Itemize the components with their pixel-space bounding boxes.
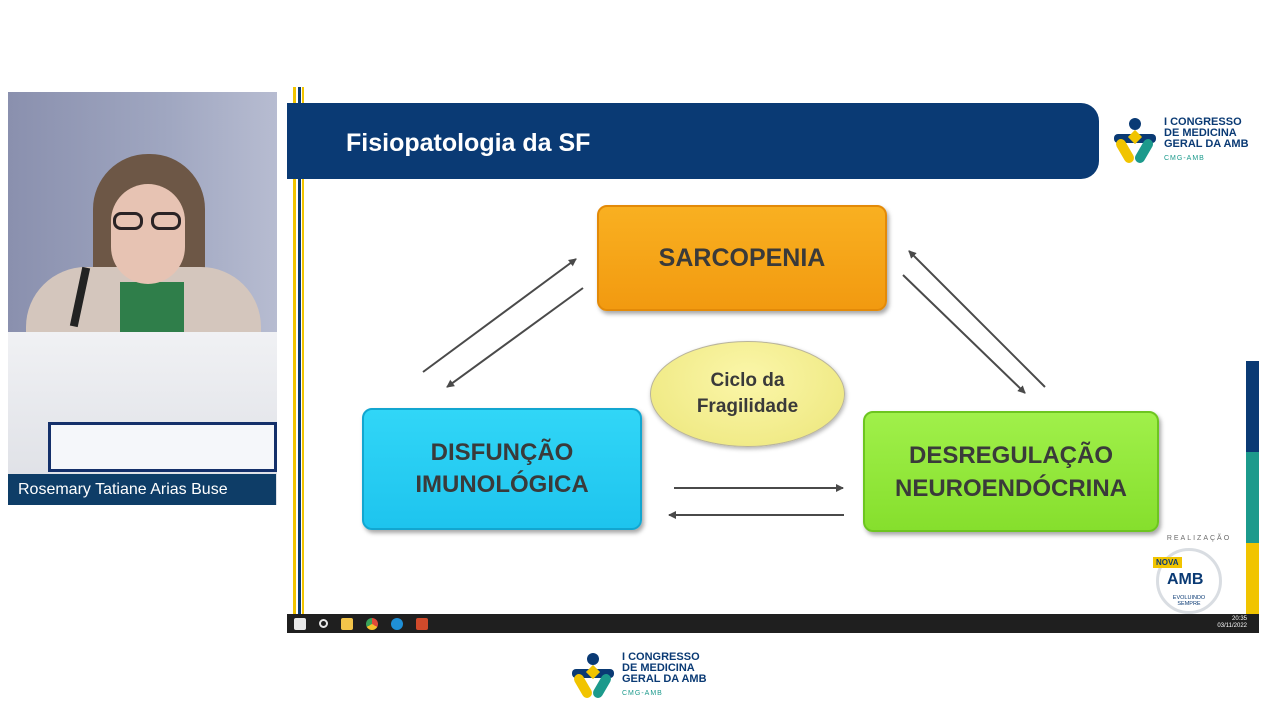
slide-title: Fisiopatologia da SF xyxy=(346,129,591,157)
arrow-desregulacao-to-sarcopenia xyxy=(908,250,1046,388)
arrow-sarcopenia-to-disfuncao xyxy=(446,287,584,388)
disfuncao-imunologica-box: DISFUNÇÃO IMUNOLÓGICA xyxy=(362,408,642,530)
taskbar-clock[interactable]: 20:35 03/11/2022 xyxy=(1217,616,1247,629)
ciclo-fragilidade-ellipse: Ciclo da Fragilidade xyxy=(650,341,845,447)
search-icon[interactable] xyxy=(319,619,328,628)
congress-logo-icon xyxy=(1112,117,1158,165)
speaker-name-bar: Rosemary Tatiane Arias Buse xyxy=(8,474,276,505)
edge-icon[interactable] xyxy=(391,617,403,630)
sarcopenia-box: SARCOPENIA xyxy=(597,205,887,311)
arrow-sarcopenia-to-desregulacao xyxy=(902,274,1026,394)
slide-stripe-yellow-2 xyxy=(302,87,304,615)
slide: Fisiopatologia da SF I CONGRESSO DE MEDI… xyxy=(287,87,1259,633)
windows-start-icon[interactable] xyxy=(294,617,306,630)
slide-title-bar xyxy=(287,103,1099,179)
desregulacao-neuroendocrina-box: DESREGULAÇÃO NEUROENDÓCRINA xyxy=(863,411,1159,532)
powerpoint-icon[interactable] xyxy=(416,617,428,630)
footer-congress-logo-icon xyxy=(570,652,616,700)
arrow-disfuncao-to-sarcopenia xyxy=(422,258,577,373)
slide-stripe-yellow xyxy=(293,87,296,615)
nova-amb-logo: NOVA AMB EVOLUINDO SEMPRE xyxy=(1153,548,1222,614)
file-explorer-icon[interactable] xyxy=(341,617,353,630)
windows-taskbar: 20:35 03/11/2022 xyxy=(287,614,1259,633)
slide-stripe-blue xyxy=(298,87,301,615)
realizacao-label: REALIZAÇÃO xyxy=(1166,535,1232,542)
congress-logo: I CONGRESSO DE MEDICINA GERAL DA AMB CMG… xyxy=(1112,117,1249,165)
chrome-icon[interactable] xyxy=(366,617,378,630)
speaker-video xyxy=(8,92,277,505)
footer-congress-logo: I CONGRESSO DE MEDICINA GERAL DA AMB CMG… xyxy=(570,652,707,700)
cycle-arrows xyxy=(422,250,1046,519)
side-stripe xyxy=(1246,361,1259,614)
